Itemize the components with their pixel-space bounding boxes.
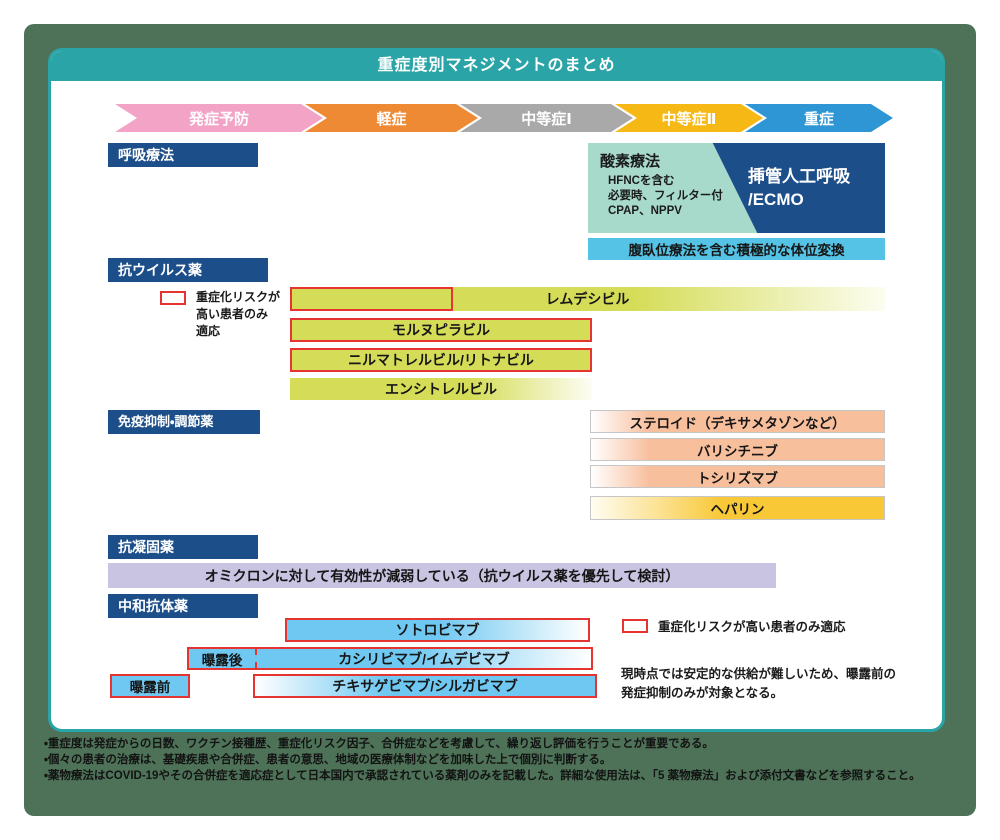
page-title: 重症度別マネジメントのまとめ	[377, 57, 616, 74]
summary-card: 重症度別マネジメントのまとめ 発症予防 軽症 中等症Ⅰ 中等症Ⅱ 重症 呼吸療法…	[48, 48, 945, 732]
footnotes: ・重症度は発症からの日数、ワクチン接種歴、重症化リスク因子、合併症などを考慮して…	[44, 736, 964, 784]
oxygen-therapy-text: 酸素療法 HFNCを含む 必要時、フィルター付 CPAP、NPPV	[600, 150, 723, 219]
severity-arrow-severe: 重症	[745, 104, 893, 132]
post-exposure-label: 曝露後	[189, 649, 257, 668]
green-background-panel: 重症度別マネジメントのまとめ 発症予防 軽症 中等症Ⅰ 中等症Ⅱ 重症 呼吸療法…	[24, 24, 976, 816]
ecmo-line: /ECMO	[748, 190, 804, 209]
intubation-ecmo-text: 挿管人工呼吸 /ECMO	[740, 165, 882, 211]
card-header: 重症度別マネジメントのまとめ	[51, 51, 942, 81]
severity-arrow-prevention: 発症予防	[115, 104, 323, 132]
oxygen-line: 必要時、フィルター付	[608, 190, 723, 202]
bar-baricitinib: バリシチニブ	[590, 438, 885, 461]
supply-note-line: 現時点では安定的な供給が難しいため、曝露前の	[621, 667, 897, 681]
severity-arrow-mild: 軽症	[305, 104, 478, 132]
bar-tocilizumab: トシリズマブ	[590, 465, 885, 488]
severity-arrow-moderate1: 中等症Ⅰ	[460, 104, 633, 132]
oxygen-title: 酸素療法	[600, 153, 661, 170]
section-label-antibody: 中和抗体薬	[108, 594, 258, 618]
intubation-line: 挿管人工呼吸	[748, 167, 850, 186]
bar-nirmatrelvir-ritonavir: ニルマトレルビル/リトナビル	[290, 348, 592, 372]
oxygen-line: CPAP、NPPV	[608, 205, 682, 217]
bar-casirivimab-imdevimab: 曝露後 カシリビマブ/イムデビマブ	[187, 647, 593, 670]
legend-line: 適応	[196, 324, 221, 338]
casirivimab-name: カシリビマブ/イムデビマブ	[338, 650, 510, 667]
oxygen-line: HFNCを含む	[608, 175, 675, 187]
bar-steroid: ステロイド（デキサメタゾンなど）	[590, 410, 885, 433]
high-risk-legend-swatch	[160, 291, 186, 305]
bar-molnupiravir: モルヌピラビル	[290, 318, 592, 342]
section-label-antiviral: 抗ウイルス薬	[108, 258, 268, 282]
bar-ensitrelvir: エンシトレルビル	[290, 378, 592, 400]
bar-heparin: ヘパリン	[590, 496, 885, 520]
legend-line: 高い患者のみ	[196, 307, 269, 321]
footnote-line: ・薬物療法はCOVID-19やその合併症を適応症として日本国内で承認されている薬…	[44, 770, 921, 782]
bar-tixagevimab-cilgavimab: チキサゲビマブ/シルガビマブ	[253, 674, 597, 698]
section-label-respiratory: 呼吸療法	[108, 143, 258, 167]
pre-exposure-label: 曝露前	[110, 674, 190, 698]
section-label-immune: 免疫抑制・調節薬	[108, 410, 260, 434]
footnote-line: ・重症度は発症からの日数、ワクチン接種歴、重症化リスク因子、合併症などを考慮して…	[44, 738, 714, 750]
bar-sotrovimab: ソトロビマブ	[285, 618, 590, 642]
high-risk-legend-text: 重症化リスクが 高い患者のみ 適応	[196, 289, 280, 340]
footnote-line: ・個々の患者の治療は、基礎疾患や合併症、患者の意思、地域の医療体制などを加味した…	[44, 754, 612, 766]
severity-arrow-moderate2: 中等症Ⅱ	[615, 104, 763, 132]
supply-note: 現時点では安定的な供給が難しいため、曝露前の 発症抑制のみが対象となる。	[621, 665, 921, 703]
bar-remdesivir: レムデシビル	[290, 287, 885, 311]
ventilation-box: 酸素療法 HFNCを含む 必要時、フィルター付 CPAP、NPPV 挿管人工呼吸…	[588, 143, 885, 233]
high-risk-legend-text-2: 重症化リスクが高い患者のみ適応	[658, 620, 846, 634]
section-label-anticoagulant: 抗凝固薬	[108, 535, 258, 559]
supply-note-line: 発症抑制のみが対象となる。	[621, 686, 784, 700]
remdesivir-high-risk-outline	[290, 287, 453, 311]
high-risk-legend-swatch-2	[622, 619, 648, 633]
legend-line: 重症化リスクが	[196, 290, 281, 304]
omicron-efficacy-note-bar: オミクロンに対して有効性が減弱している（抗ウイルス薬を優先して検討）	[108, 563, 776, 588]
prone-positioning-bar: 腹臥位療法を含む積極的な体位変換	[588, 238, 885, 260]
